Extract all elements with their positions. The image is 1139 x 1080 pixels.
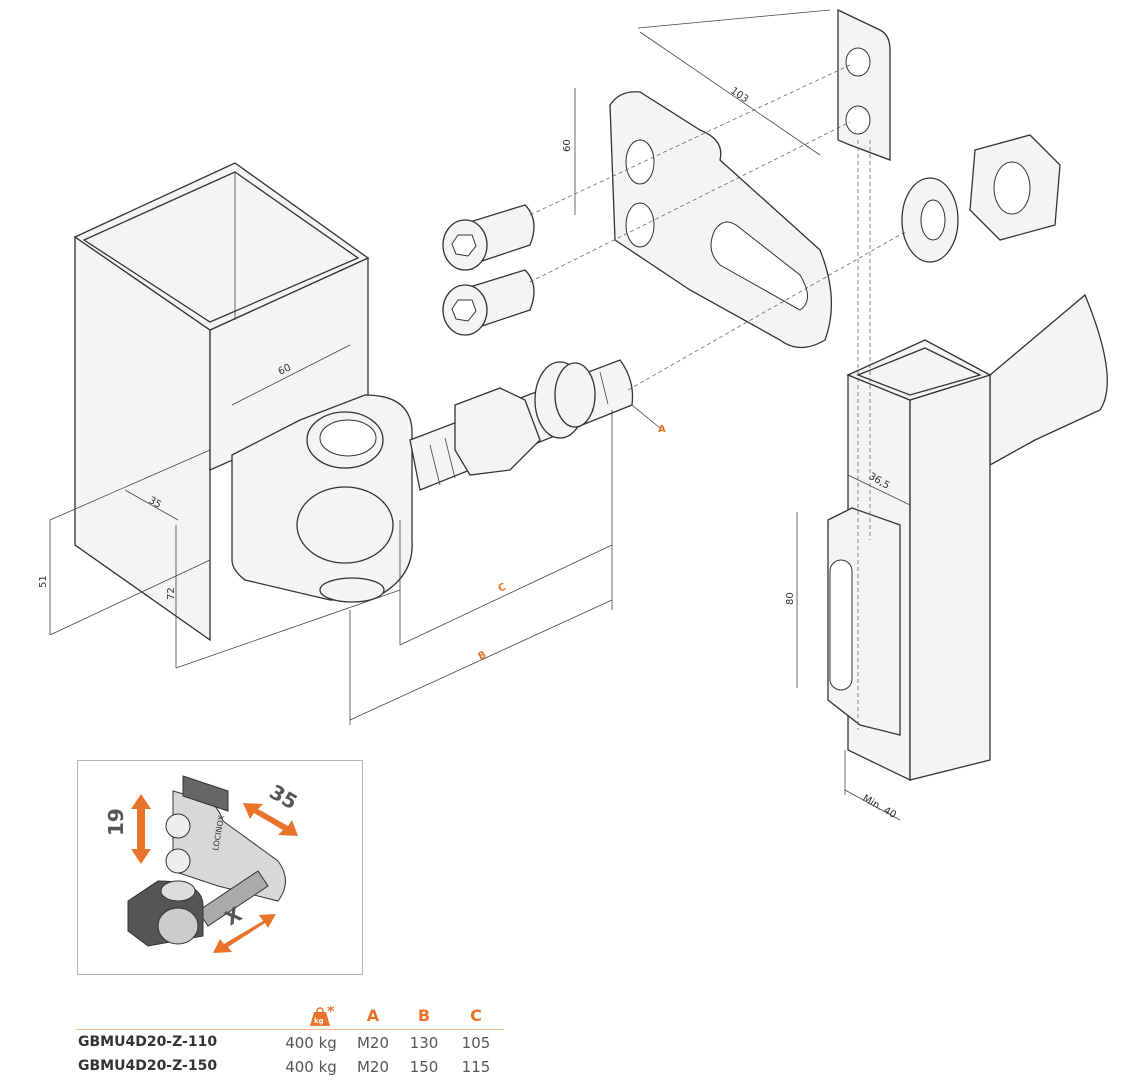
adjustment-inset: LOCINOX 19 35 X	[77, 760, 363, 975]
dim-60-post: 60	[277, 362, 293, 377]
dim-min-40: Min. 40	[861, 793, 898, 821]
value-c: 115	[461, 1058, 491, 1076]
washer-nut	[901, 134, 1061, 263]
vertical-adjust-label: 19	[104, 808, 128, 836]
header-c: C	[470, 1006, 482, 1025]
svg-text:kg: kg	[314, 1017, 324, 1025]
product-code: GBMU4D20-Z-110	[78, 1034, 218, 1050]
mounting-plate	[609, 91, 833, 349]
value-c: 105	[461, 1034, 491, 1052]
weight: 400 kg	[285, 1058, 337, 1076]
gate-post	[827, 293, 1108, 782]
horizontal-adjust-label: 35	[266, 780, 302, 815]
dim-80: 80	[785, 592, 796, 605]
dim-c: C	[497, 582, 508, 595]
dim-60-bracket: 60	[562, 139, 573, 152]
header-a: A	[366, 1006, 380, 1025]
dim-103: 103	[728, 85, 750, 105]
table-row: GBMU4D20-Z-110 400 kg M20 130 105	[76, 1030, 504, 1054]
value-a: M20	[356, 1058, 390, 1076]
screws	[442, 204, 535, 336]
dim-72: 72	[166, 587, 177, 600]
product-code: GBMU4D20-Z-150	[78, 1058, 218, 1074]
value-b: 130	[409, 1034, 439, 1052]
weld-eye	[231, 394, 413, 603]
header-b: B	[417, 1006, 431, 1025]
table-header: kg* A B C	[76, 1002, 504, 1030]
value-b: 150	[409, 1058, 439, 1076]
table-row: GBMU4D20-Z-150 400 kg M20 150 115	[76, 1054, 504, 1078]
weight-icon: kg*	[301, 1004, 341, 1032]
adjustment-illustration: LOCINOX 19 35 X	[104, 775, 302, 953]
value-a: M20	[356, 1034, 390, 1052]
dim-a: A	[658, 424, 666, 435]
threaded-bolt	[409, 359, 634, 491]
adjust-arrows	[131, 794, 298, 953]
slot-nut	[837, 8, 891, 161]
weight: 400 kg	[285, 1034, 337, 1052]
dim-b: B	[477, 650, 489, 663]
assembly-lines	[529, 64, 906, 730]
dimension-lines	[49, 9, 911, 821]
spec-table: kg* A B C GBMU4D20-Z-110 400 kg M20 130 …	[76, 1002, 504, 1078]
svg-text:*: *	[327, 1006, 334, 1020]
dim-51: 51	[38, 575, 49, 588]
